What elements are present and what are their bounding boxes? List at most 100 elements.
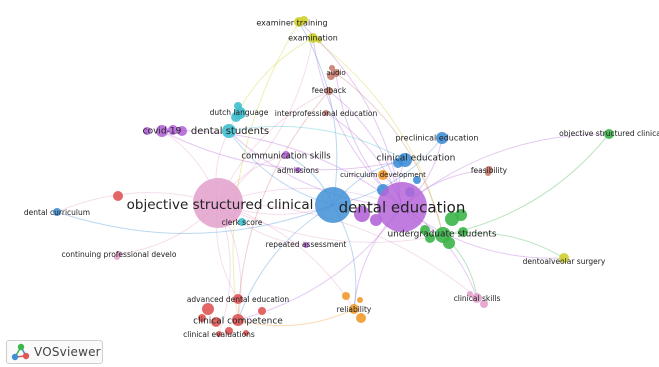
label-clinical-competence[interactable]: clinical competence — [193, 317, 283, 327]
label-dental-students[interactable]: dental students — [191, 126, 269, 137]
node-dental-education-blue[interactable] — [315, 187, 351, 223]
node-clinical-education[interactable] — [398, 153, 412, 167]
node-undergraduate-students[interactable] — [435, 227, 451, 243]
node-dutch-language[interactable] — [234, 107, 246, 119]
network-node — [113, 191, 123, 201]
network-node — [258, 307, 266, 315]
network-edge — [161, 130, 403, 208]
network-edge — [217, 202, 478, 299]
label-clinical-evaluations[interactable]: clinical evaluations — [183, 330, 255, 339]
vosviewer-badge[interactable]: VOSviewer — [6, 340, 103, 364]
node-interprofessional-education[interactable] — [323, 110, 329, 116]
node-covid-19[interactable] — [156, 125, 168, 137]
label-reliability[interactable]: reliability — [337, 305, 372, 314]
label-preclinical-education[interactable]: preclinical education — [395, 134, 478, 143]
network-node — [370, 214, 382, 226]
network-node — [211, 317, 221, 327]
network-edge — [442, 133, 610, 236]
network-edge — [232, 21, 300, 321]
network-edge — [298, 21, 338, 206]
label-interprofessional-education[interactable]: interprofessional education — [275, 109, 378, 118]
node-communication-skills[interactable] — [282, 151, 290, 159]
network-node — [455, 209, 467, 221]
node-layer — [53, 17, 614, 337]
label-dentoalveolar-surgery[interactable]: dentoalveolar surgery — [523, 257, 606, 266]
node-osce-main[interactable] — [193, 178, 243, 228]
network-node — [198, 314, 206, 322]
node-clinical-competence[interactable] — [232, 314, 244, 326]
network-node — [342, 292, 350, 300]
label-covid-19[interactable]: covid-19 — [143, 127, 182, 137]
node-continuing-professional[interactable] — [116, 251, 122, 257]
label-dental-education[interactable]: dental education — [339, 199, 466, 217]
node-clinical-evaluations[interactable] — [216, 331, 222, 337]
network-node — [143, 127, 151, 135]
node-audio[interactable] — [332, 69, 340, 77]
label-osce-right[interactable]: objective structured clinica — [559, 129, 659, 138]
node-examiner-training[interactable] — [294, 17, 304, 27]
label-curriculum-development[interactable]: curriculum development — [340, 171, 426, 179]
vosviewer-logo-icon — [11, 343, 30, 361]
label-examination[interactable]: examination — [288, 34, 338, 43]
network-edge — [161, 130, 406, 171]
network-node — [425, 233, 435, 243]
network-node — [480, 300, 488, 308]
network-edge — [335, 72, 444, 236]
label-continuing-professional[interactable]: continuing professional develo — [62, 250, 177, 259]
label-advanced-dental-education[interactable]: advanced dental education — [187, 295, 290, 304]
node-dental-curriculum[interactable] — [53, 208, 61, 216]
node-feedback[interactable] — [325, 87, 333, 95]
network-node — [202, 303, 214, 315]
node-examination[interactable] — [308, 33, 318, 43]
network-edge — [237, 90, 330, 321]
label-dental-curriculum[interactable]: dental curriculum — [24, 208, 90, 217]
node-dental-students[interactable] — [222, 124, 236, 138]
node-osce-right[interactable] — [604, 129, 614, 139]
network-node — [243, 330, 249, 336]
label-feasibility[interactable]: feasibility — [471, 166, 508, 175]
vosviewer-label: VOSviewer — [34, 345, 101, 359]
network-edge — [217, 37, 314, 204]
network-node — [168, 125, 178, 135]
network-node — [357, 297, 363, 303]
network-node — [329, 65, 335, 71]
label-clinical-skills[interactable]: clinical skills — [454, 294, 501, 303]
network-edge — [237, 204, 334, 321]
network-node — [354, 206, 370, 222]
label-communication-skills[interactable]: communication skills — [241, 152, 331, 162]
label-dutch-language[interactable]: dutch language — [210, 108, 269, 117]
network-edge — [312, 37, 444, 236]
network-node — [356, 313, 366, 323]
label-repeated-assessment[interactable]: repeated assessment — [266, 240, 347, 249]
label-examiner-training[interactable]: examiner training — [256, 19, 327, 28]
network-node — [458, 227, 468, 237]
node-repeated-assessment[interactable] — [303, 242, 309, 248]
label-layer: dental education objective structured cli… — [24, 19, 659, 340]
label-clerk-score[interactable]: clerk score — [222, 218, 263, 227]
node-advanced-dental-education[interactable] — [233, 294, 243, 304]
node-reliability[interactable] — [349, 304, 359, 314]
node-feasibility[interactable] — [485, 166, 493, 174]
network-node — [177, 126, 187, 136]
label-feedback[interactable]: feedback — [312, 86, 347, 95]
network-edge — [228, 125, 406, 161]
label-undergraduate-students[interactable]: undergraduate students — [387, 230, 496, 240]
node-curriculum-development[interactable] — [378, 170, 388, 180]
node-dentoalveolar-surgery[interactable] — [559, 253, 569, 263]
label-admissions[interactable]: admissions — [277, 166, 319, 175]
label-audio[interactable]: audio — [326, 69, 345, 77]
label-clinical-education[interactable]: clinical education — [377, 154, 456, 164]
network-edge — [442, 232, 565, 259]
node-admissions[interactable] — [295, 167, 301, 173]
node-clerk-score[interactable] — [238, 218, 246, 226]
node-dental-education[interactable] — [377, 182, 427, 232]
network-edge — [217, 202, 444, 243]
network-edge — [56, 204, 334, 234]
node-clinical-skills[interactable] — [472, 293, 482, 303]
minor-node-layer — [113, 16, 491, 336]
label-osce-main[interactable]: objective structured clinical — [127, 197, 314, 213]
network-edge — [401, 133, 610, 208]
network-edge — [237, 308, 355, 327]
node-preclinical-education[interactable] — [436, 132, 448, 144]
